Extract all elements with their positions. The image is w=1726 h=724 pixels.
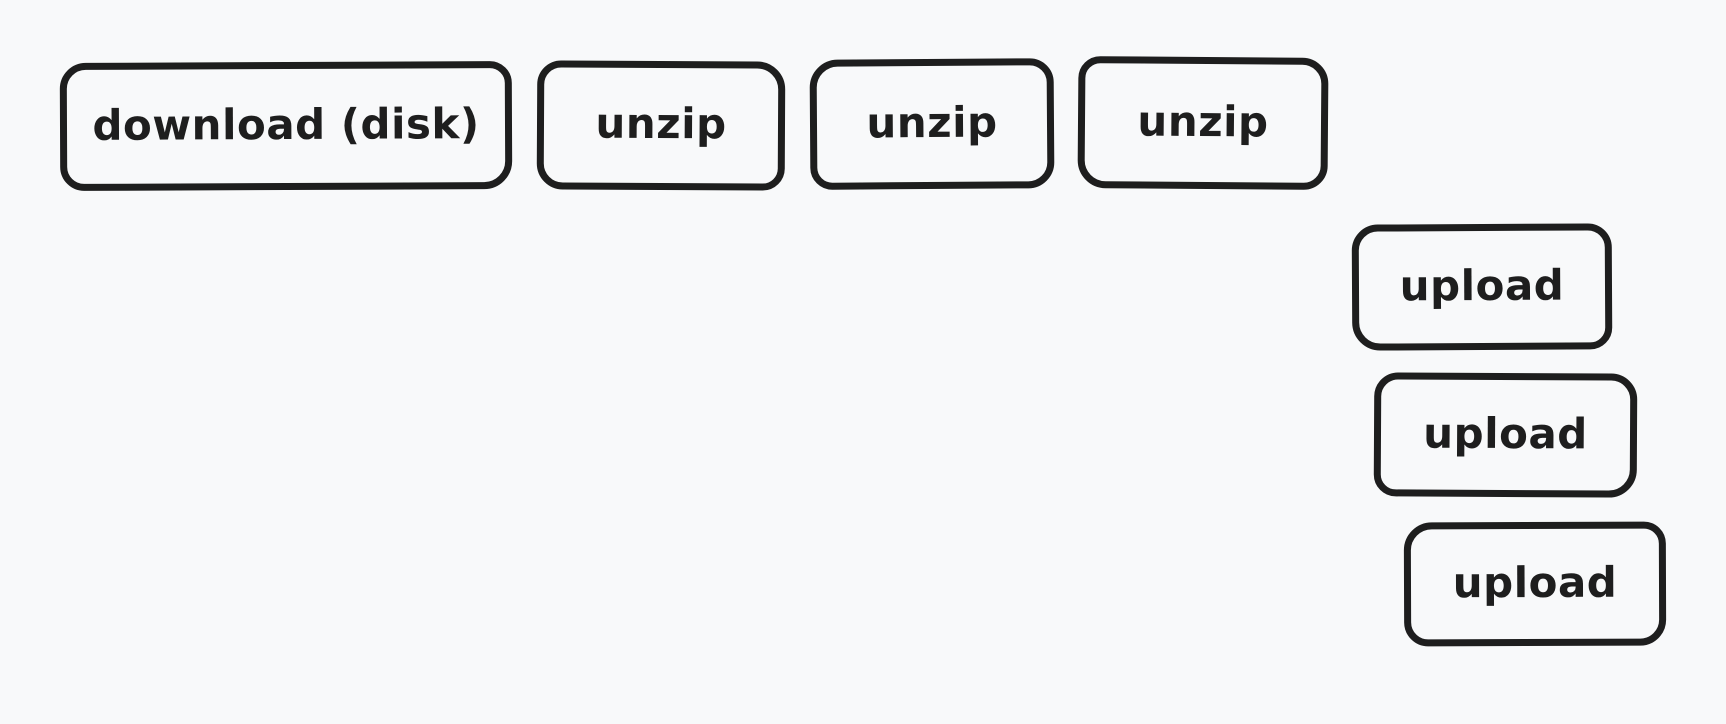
node-unzip-2[interactable]: unzip [809, 58, 1055, 190]
node-label: unzip [1137, 95, 1269, 147]
node-upload-1[interactable]: upload [1351, 223, 1613, 351]
node-label: unzip [866, 97, 998, 147]
node-unzip-3[interactable]: unzip [1077, 56, 1329, 190]
node-upload-3[interactable]: upload [1403, 521, 1667, 647]
node-upload-2[interactable]: upload [1373, 372, 1638, 498]
node-label: upload [1399, 260, 1565, 310]
node-label: upload [1423, 408, 1588, 458]
node-label: download (disk) [92, 98, 480, 150]
node-download-disk[interactable]: download (disk) [59, 61, 513, 191]
node-unzip-1[interactable]: unzip [536, 60, 786, 191]
node-label: upload [1452, 557, 1618, 607]
node-label: unzip [595, 98, 727, 149]
